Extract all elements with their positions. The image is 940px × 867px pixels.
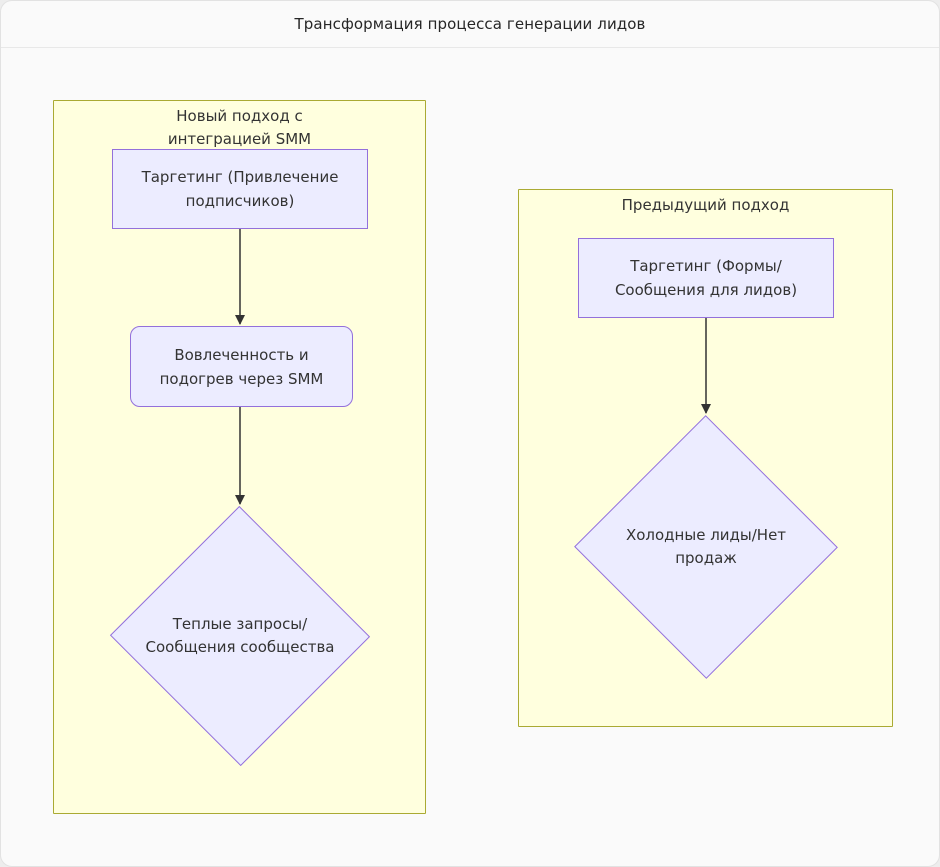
node-targeting-forms: Таргетинг (Формы/ Сообщения для лидов) [578,238,834,318]
cluster-label-line: Предыдущий подход [621,196,790,214]
node-text-line: Теплые запросы/ [172,615,308,633]
node-text-line: подогрев через SMM [159,369,324,388]
node-engagement-smm: Вовлеченность и подогрев через SMM [130,326,353,407]
flowchart-canvas: Новый подход с интеграцией SMM Предыдущи… [1,49,939,866]
node-text-line: Сообщения для лидов) [614,281,798,299]
diamond-text: Холодные лиды/Нет продаж [573,415,839,679]
cluster-new-approach-label: Новый подход с интеграцией SMM [54,105,425,151]
node-text-line: продаж [675,549,737,567]
diagram-title: Трансформация процесса генерации лидов [294,15,646,33]
diamond-text: Теплые запросы/ Сообщения сообщества [108,506,372,766]
node-text-line: Сообщения сообщества [145,638,335,656]
node-targeting-subscribers: Таргетинг (Привлечение подписчиков) [112,149,368,229]
node-text-line: Таргетинг (Привлечение [141,168,339,186]
node-text-line: Таргетинг (Формы/ [630,257,782,275]
node-text-line: Холодные лиды/Нет [625,526,787,544]
cluster-previous-approach-label: Предыдущий подход [519,194,892,217]
node-warm-leads-diamond: Теплые запросы/ Сообщения сообщества [108,505,372,767]
node-text-line: подписчиков) [185,192,295,210]
card-header: Трансформация процесса генерации лидов [1,1,939,48]
cluster-label-line: интеграцией SMM [167,130,312,148]
cluster-label-line: Новый подход с [176,107,303,125]
node-text-line: Вовлеченность и [174,345,309,364]
node-cold-leads-diamond: Холодные лиды/Нет продаж [573,415,839,679]
